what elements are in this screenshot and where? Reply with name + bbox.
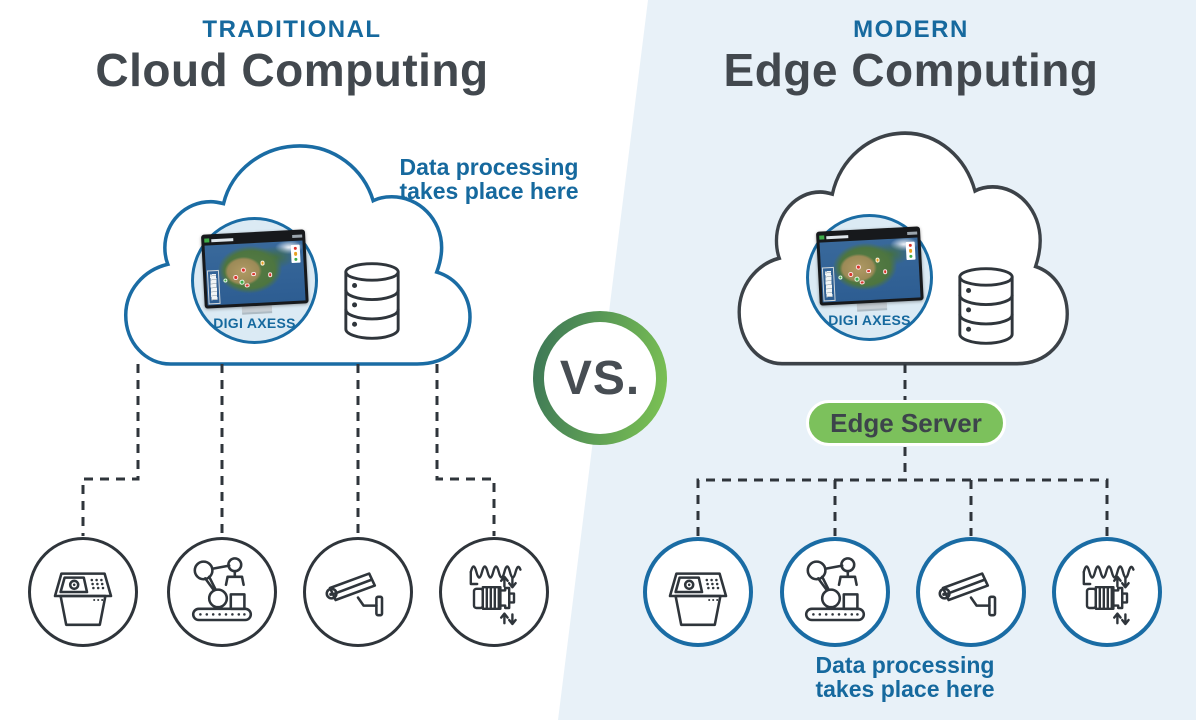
vs-label: VS.: [544, 322, 656, 434]
right-title: Edge Computing: [723, 44, 1099, 96]
vibration-motor-icon: [454, 552, 534, 632]
device-vibration-motor-left: [439, 537, 549, 647]
robotic-arm-icon: [795, 552, 875, 632]
left-kicker: TRADITIONAL: [202, 16, 382, 43]
device-cctv-camera-right: [916, 537, 1026, 647]
database-icon-right: [958, 267, 1014, 345]
device-robotic-arm-left: [167, 537, 277, 647]
digi-axess-label-left: DIGI AXESS: [213, 315, 296, 331]
device-industrial-terminal-right: [643, 537, 753, 647]
digi-axess-circle-right: DIGI AXESS: [806, 214, 933, 341]
database-icon-left: [344, 262, 400, 340]
vs-badge: VS.: [533, 311, 667, 445]
map-dashboard-monitor-icon: [200, 229, 309, 314]
digi-axess-circle-left: DIGI AXESS: [191, 217, 318, 344]
left-header: TRADITIONAL Cloud Computing: [82, 16, 502, 96]
industrial-terminal-icon: [43, 552, 123, 632]
cctv-camera-icon: [931, 552, 1011, 632]
right-kicker: MODERN: [853, 16, 969, 43]
vibration-motor-icon: [1067, 552, 1147, 632]
edge-server-pill: Edge Server: [806, 400, 1006, 446]
device-industrial-terminal-left: [28, 537, 138, 647]
left-processing-note: Data processing takes place here: [399, 154, 579, 204]
device-cctv-camera-left: [303, 537, 413, 647]
right-processing-note: Data processing takes place here: [815, 652, 995, 702]
edge-server-label: Edge Server: [830, 407, 982, 438]
robotic-arm-icon: [182, 552, 262, 632]
map-dashboard-monitor-icon: [815, 226, 924, 311]
industrial-terminal-icon: [658, 552, 738, 632]
dashed-connectors: [81, 364, 1109, 536]
device-vibration-motor-right: [1052, 537, 1162, 647]
right-header: MODERN Edge Computing: [701, 16, 1121, 96]
cctv-camera-icon: [318, 552, 398, 632]
left-title: Cloud Computing: [95, 44, 489, 96]
digi-axess-label-right: DIGI AXESS: [828, 312, 911, 328]
device-robotic-arm-right: [780, 537, 890, 647]
